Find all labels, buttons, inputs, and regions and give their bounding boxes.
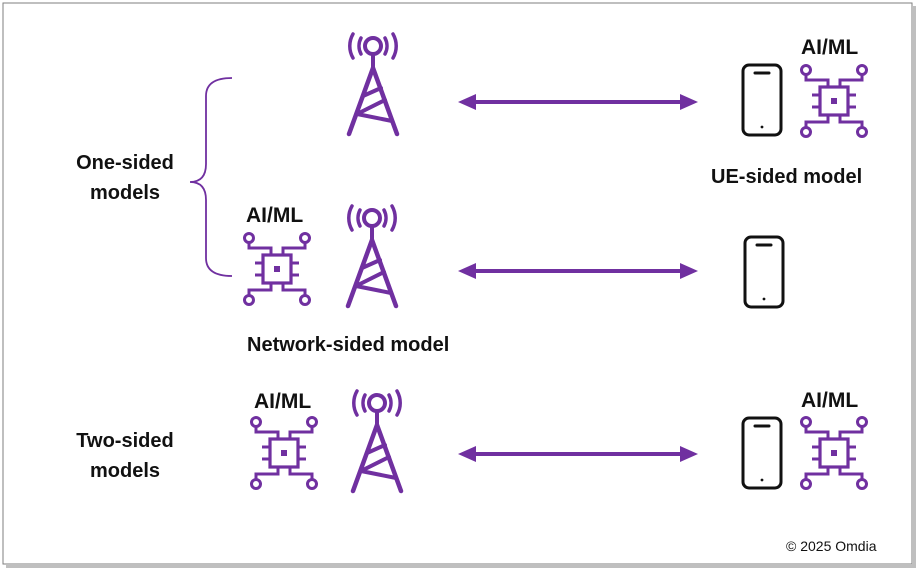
curly-brace xyxy=(189,77,233,277)
ai-ml-label: AI/ML xyxy=(801,36,859,59)
smartphone-icon xyxy=(743,235,785,309)
ai-ml-label: AI/ML xyxy=(801,389,859,412)
copyright-notice: © 2025 Omdia xyxy=(786,538,877,554)
frame-shadow-right xyxy=(912,6,916,567)
two-sided-line-2: models xyxy=(89,460,161,482)
ue-sided-model-label: UE-sided model xyxy=(711,166,863,188)
ai-ml-label: AI/ML xyxy=(246,204,304,227)
one-sided-line-2: models xyxy=(89,182,161,204)
two-sided-models-label: Two-sided models xyxy=(60,426,190,486)
one-sided-line-1: One-sided xyxy=(76,152,174,174)
two-sided-line-1: Two-sided xyxy=(76,430,174,452)
ai-ml-label: AI/ML xyxy=(254,390,312,413)
frame-shadow-bottom xyxy=(6,564,916,568)
one-sided-models-label: One-sided models xyxy=(60,148,190,208)
smartphone-icon xyxy=(741,63,783,137)
smartphone-icon xyxy=(741,416,783,490)
network-sided-model-label: Network-sided model xyxy=(247,334,450,356)
